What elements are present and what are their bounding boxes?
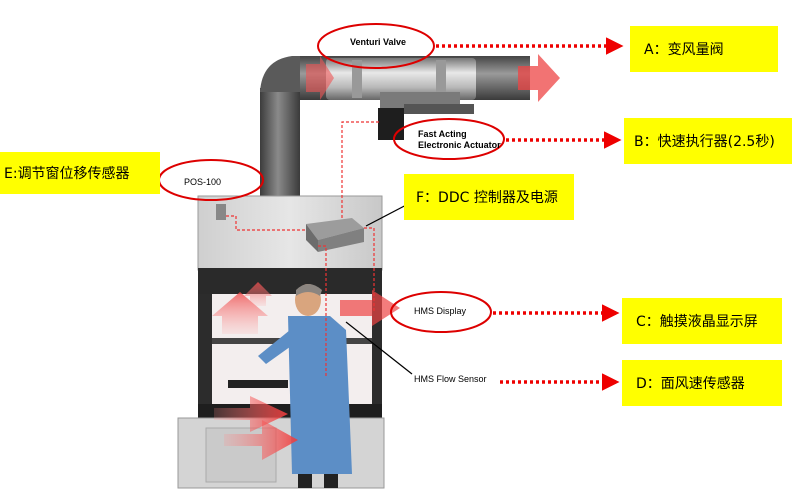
callout-e: E:调节窗位移传感器 [0, 152, 160, 194]
highlight-ellipses [158, 23, 505, 333]
pos-sensor [216, 204, 226, 220]
control-wiring [226, 121, 380, 376]
actuator-label-line2: Electronic Actuator [418, 140, 501, 150]
scientist-figure [258, 284, 352, 488]
hms-flow-sensor-label: HMS Flow Sensor [414, 374, 487, 384]
airflow-arrows [212, 282, 400, 460]
exhaust-flow-arrow [518, 54, 560, 102]
callout-c: C：触摸液晶显示屏 [622, 298, 782, 344]
intake-flow-arrow [306, 56, 334, 100]
venturi-valve-label: Venturi Valve [350, 37, 407, 47]
callout-d: D：面风速传感器 [622, 360, 782, 406]
actuator-body [378, 104, 474, 140]
callout-b: B：快速执行器(2.5秒) [624, 118, 792, 164]
hms-display-label: HMS Display [414, 306, 467, 316]
ddc-controller-box [306, 218, 364, 252]
callout-arrows [436, 37, 624, 391]
actuator-label-line1: Fast Acting [418, 129, 467, 139]
callout-a: A：变风量阀 [630, 26, 778, 72]
pos-label: POS-100 [184, 177, 222, 187]
callout-f: F：DDC 控制器及电源 [404, 174, 574, 220]
